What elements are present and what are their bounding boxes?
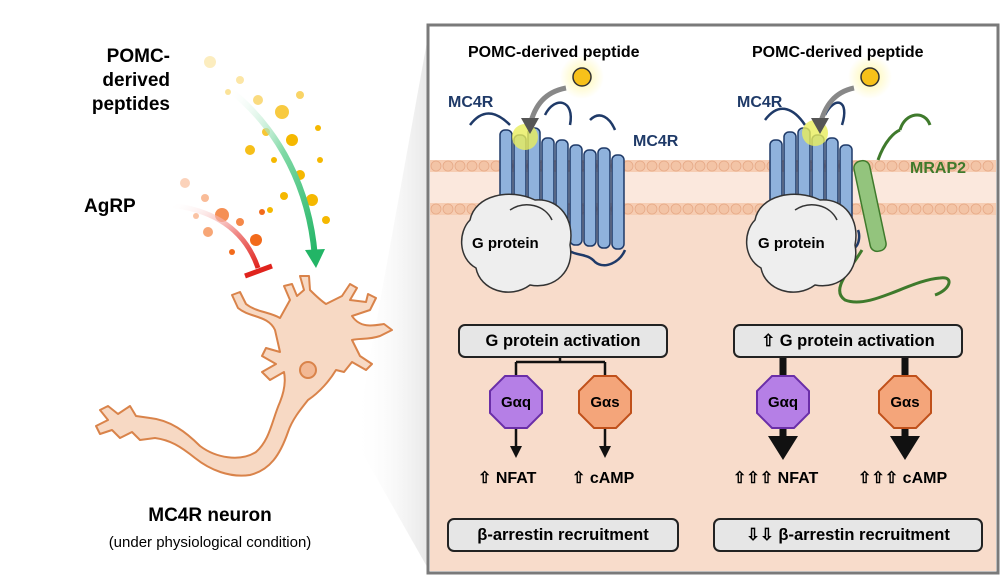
agrp-label: AgRP [84,196,136,217]
g-protein-activation-box-left: G protein activation [458,324,668,358]
camp-output-left: ⇧ cAMP [572,470,635,487]
arrestin-box-right: ⇩⇩ β-arrestin recruitment [713,518,983,552]
lipid-head [898,203,910,215]
lipid-head [670,160,682,172]
gas-label-right: Gαs [890,393,920,411]
lipid-head [646,203,658,215]
ligand-right [811,55,892,134]
lipid-head [982,203,994,215]
lipid-head [634,203,646,215]
lipid-head [742,160,754,172]
gaq-arrow-right [768,436,798,460]
lipid-head [730,160,742,172]
lipid-head [634,160,646,172]
neuron-title: MC4R neuron [148,505,272,526]
gas-arrow-right [890,436,920,460]
lipid-head [442,203,454,215]
gaq-arrow-left [510,446,522,458]
lipid-head [454,160,466,172]
mc4r-neuron-cell [95,275,393,477]
gas-arrow-left [599,446,611,458]
g-protein-left [461,193,572,293]
gaq-label-right: Gαq [767,393,799,411]
lipid-head [970,203,982,215]
arrestin-box-left: β-arrestin recruitment [447,518,679,552]
lipid-head [682,160,694,172]
stimulatory-arrow-head [305,249,325,268]
mc4r-label-left-1: MC4R [448,94,494,111]
lipid-head [694,203,706,215]
agrp-dots [180,178,265,255]
lipid-head [430,160,442,172]
lipid-head [454,203,466,215]
g-protein-right [746,193,857,293]
mc4r-label-left-2: MC4R [633,133,679,150]
pomc-label-line2: derived [102,70,170,91]
lipid-head [934,203,946,215]
ligand-left [521,55,604,134]
right-signaling-lines [779,355,909,438]
lipid-head [958,203,970,215]
mrap2-label: MRAP2 [910,160,967,177]
pomc-label: POMC- derived peptides [90,45,170,117]
pomc-peptide-dots [204,56,330,224]
lipid-head [922,160,934,172]
lipid-head [694,160,706,172]
lipid-head [658,203,670,215]
inhibitory-line [169,202,261,269]
lipid-head [670,203,682,215]
neuron-subtitle: (under physiological condition) [108,534,312,551]
left-signaling-lines [514,355,607,448]
inhibitory-bar [244,263,273,279]
lipid-head [934,160,946,172]
lipid-head [970,160,982,172]
lipid-head [886,203,898,215]
gaq-octagon-right [756,375,810,429]
lipid-head [886,160,898,172]
lipid-head [754,160,766,172]
ligand-label-left: POMC-derived peptide [468,44,640,61]
lipid-head [946,160,958,172]
gaq-octagon-left [489,375,543,429]
nfat-output-left: ⇧ NFAT [478,470,537,487]
lipid-head [706,203,718,215]
ligand-label-right: POMC-derived peptide [752,44,924,61]
mrap2-protein [838,113,951,304]
lipid-head [874,160,886,172]
g-protein-activation-box-right: ⇧ G protein activation [733,324,963,358]
pomc-label-line3: peptides [91,94,170,115]
lipid-head [646,160,658,172]
lipid-head [922,203,934,215]
gas-octagon-right [878,375,932,429]
stimulatory-arrow [228,87,318,259]
lipid-head [898,160,910,172]
gprotein-label-left: G protein [472,235,539,252]
lipid-head [982,160,994,172]
lipid-head [946,203,958,215]
gas-octagon-left [578,375,632,429]
lipid-head [478,160,490,172]
lipid-head [430,203,442,215]
lipid-head [742,203,754,215]
lipid-head [466,160,478,172]
lipid-head [958,160,970,172]
pomc-label-line1: POMC- [106,46,170,67]
lipid-head [682,203,694,215]
lipid-head [910,160,922,172]
camp-output-right: ⇧⇧⇧ cAMP [858,470,948,487]
lipid-head [730,203,742,215]
mc4r-label-right: MC4R [737,94,783,111]
lipid-head [910,203,922,215]
lipid-head [442,160,454,172]
zoom-cone [355,25,430,572]
nfat-output-right: ⇧⇧⇧ NFAT [733,470,819,487]
lipid-head [658,160,670,172]
lipid-head [706,160,718,172]
gas-label-left: Gαs [590,393,620,411]
gaq-label-left: Gαq [500,393,532,411]
lipid-head [718,203,730,215]
lipid-head [718,160,730,172]
gprotein-label-right: G protein [758,235,825,252]
